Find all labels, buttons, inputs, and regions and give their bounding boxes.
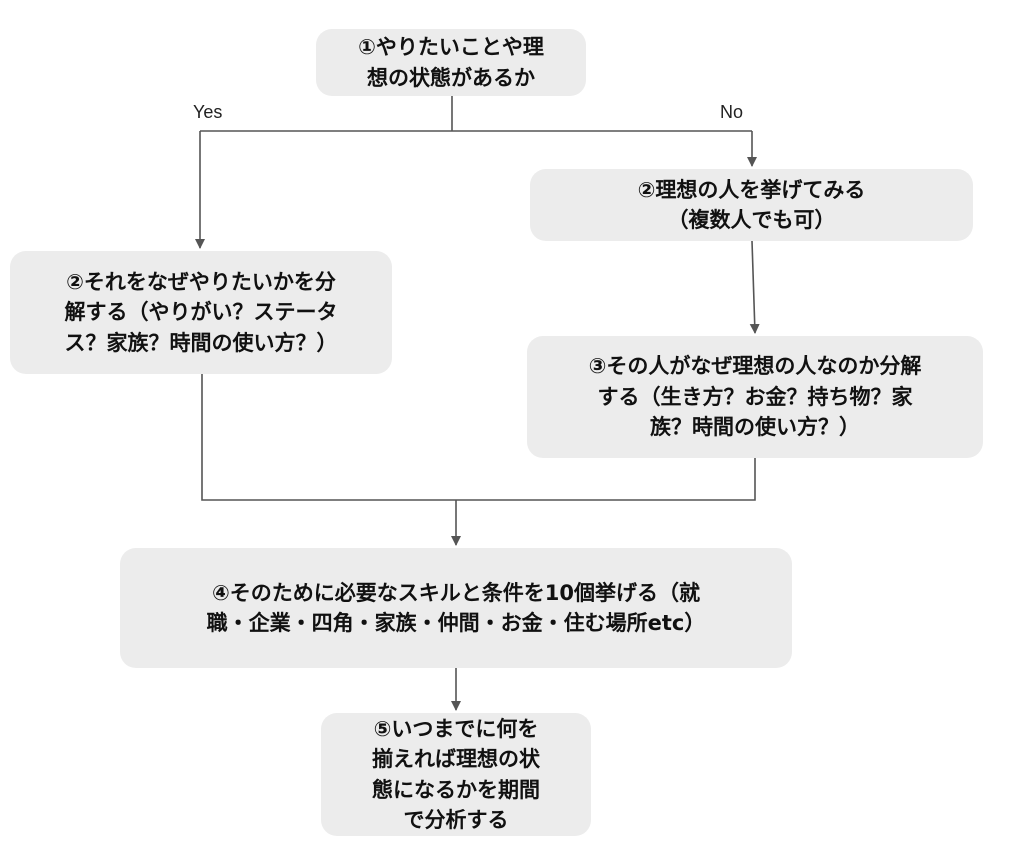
node-step2-yes: ②それをなぜやりたいかを分 解する（やりがい？ステータ ス？家族？時間の使い方？… xyxy=(10,251,392,374)
arrow-step2-to-step3 xyxy=(749,240,760,334)
node-step2-no: ②理想の人を挙げてみる （複数人でも可） xyxy=(530,169,973,241)
node-text-line: ス？家族？時間の使い方？） xyxy=(64,330,338,355)
node-text-line: 態になるかを期間 xyxy=(372,777,540,802)
connector-merge xyxy=(201,374,756,501)
node-text-line: ②理想の人を挙げてみる xyxy=(637,177,866,202)
node-text-line: 職・企業・四角・家族・仲間・お金・住む場所etc） xyxy=(206,611,706,635)
node-step4: ④そのために必要なスキルと条件を10個挙げる（就 職・企業・四角・家族・仲間・お… xyxy=(120,548,792,668)
node-text-line: ③その人がなぜ理想の人なのか分解 xyxy=(588,354,922,379)
node-text-line: 解する（やりがい？ステータ xyxy=(64,300,338,325)
node-text-line: （複数人でも可） xyxy=(667,208,836,232)
node-text-line: ①やりたいことや理 xyxy=(358,35,544,60)
connector-step1-split xyxy=(200,96,752,132)
node-text-line: 族？時間の使い方？） xyxy=(650,415,860,440)
node-text-line: ④そのために必要なスキルと条件を10個挙げる（就 xyxy=(211,580,700,605)
node-text-line: で分析する xyxy=(403,807,509,832)
branch-label-no: No xyxy=(720,102,744,122)
node-text-line: ②それをなぜやりたいかを分 xyxy=(66,269,336,294)
node-step1: ①やりたいことや理 想の状態があるか xyxy=(316,29,586,96)
node-text-line: ⑤いつまでに何を xyxy=(373,716,539,741)
node-step5: ⑤いつまでに何を 揃えれば理想の状 態になるかを期間 で分析する xyxy=(321,713,591,836)
node-text-line: する（生き方？お金？持ち物？家 xyxy=(597,384,913,409)
branch-label-yes: Yes xyxy=(193,102,223,122)
node-text-line: 揃えれば理想の状 xyxy=(372,747,540,772)
node-step3: ③その人がなぜ理想の人なのか分解 する（生き方？お金？持ち物？家 族？時間の使い… xyxy=(527,336,983,458)
node-text-line: 想の状態があるか xyxy=(367,65,535,90)
